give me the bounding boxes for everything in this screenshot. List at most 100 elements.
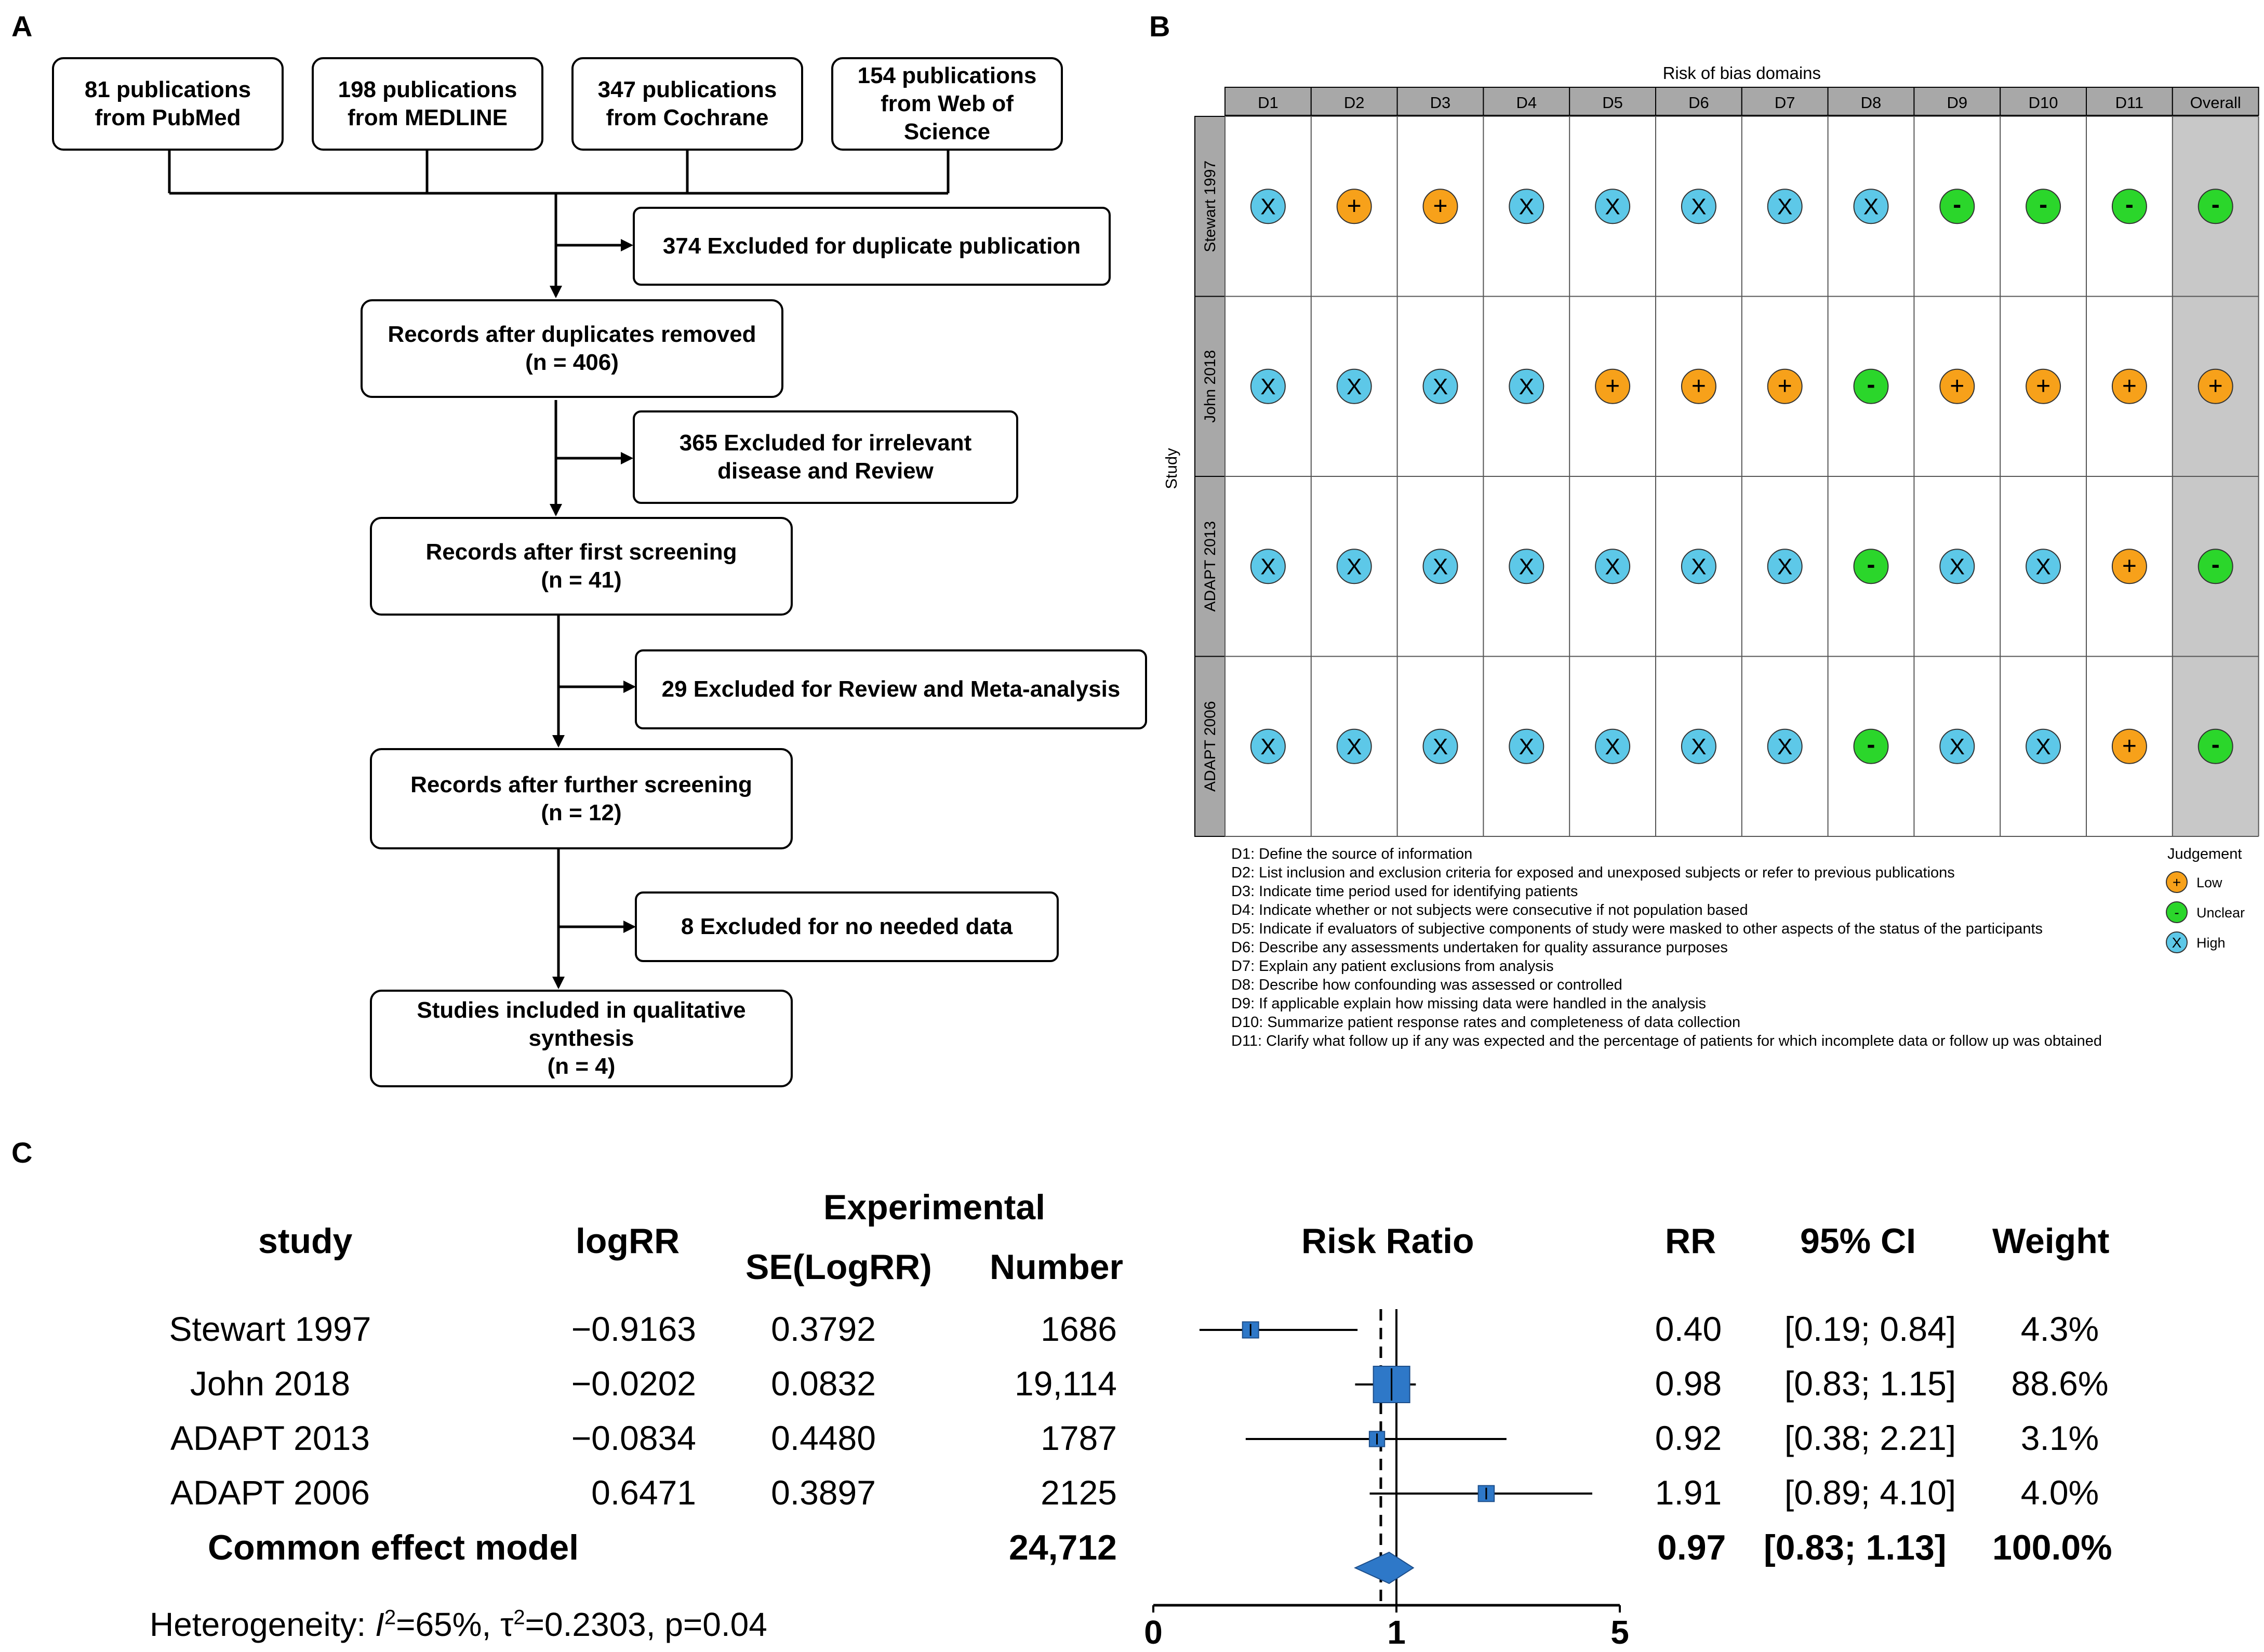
study-label-cell [1194,656,1226,837]
row-weight: 4.3% [2020,1310,2099,1348]
domain-header-cell [1655,87,1742,116]
exclusion-review-meta: 29 Excluded for Review and Meta-analysis [635,649,1147,729]
rating-low-icon: + [1767,368,1803,404]
domain-header-cell [1913,87,2001,116]
svg-text:X: X [1347,554,1362,579]
domain-header-cell [2086,87,2173,116]
row-number: 2125 [1041,1473,1117,1512]
rating-unclear-icon: - [2026,189,2061,224]
rob-y-label: Study [1162,448,1180,489]
svg-text:+: + [2122,552,2137,580]
svg-text:-: - [1953,191,1961,218]
domain-header-d10: D10 [2029,94,2058,112]
rating-high-icon: X [1681,189,1716,224]
svg-text:+: + [2122,372,2137,400]
svg-text:+: + [1347,192,1362,220]
domain-header-d3: D3 [1430,94,1451,112]
domain-header-d11: D11 [2115,94,2144,112]
study-label: ADAPT 2006 [1202,701,1219,792]
row-logrr: 0.6471 [591,1473,696,1512]
rating-low-icon: + [1939,368,1975,404]
rating-high-icon: X [1681,728,1716,764]
svg-text:X: X [1519,734,1534,760]
rating-high-icon: X [1767,189,1803,224]
svg-text:X: X [2035,734,2050,760]
rating-high-icon: X [1509,549,1544,584]
row-study: ADAPT 2013 [170,1419,370,1457]
forest-header-study: study [258,1221,353,1261]
study-label: Stewart 1997 [1202,161,1219,252]
svg-text:+: + [2036,372,2050,400]
exclusion-no-data: 8 Excluded for no needed data [635,891,1059,962]
row-ci: [0.19; 0.84] [1784,1310,1956,1348]
summary-diamond [1354,1551,1415,1584]
panel-b-label: B [1149,10,1170,43]
svg-text:X: X [1691,194,1706,219]
domain-header-d7: D7 [1775,94,1795,112]
domain-header-cell [1741,87,1829,116]
svg-text:+: + [2173,874,2181,890]
svg-text:X: X [2035,554,2050,579]
rating-unclear-icon: - [1853,368,1889,404]
svg-text:X: X [1260,374,1275,399]
forest-header-weight: Weight [1992,1221,2110,1261]
rating-high-icon: X [1250,368,1286,404]
row-weight: 3.1% [2020,1419,2099,1457]
definition-9: D9: If applicable explain how missing da… [1231,995,1707,1012]
step-included: Studies included in qualitative synthesi… [370,990,793,1087]
row-se: 0.0832 [771,1364,876,1403]
rating-high-icon: X [1336,549,1372,584]
rating-low-icon: + [1422,189,1458,224]
domain-header-d5: D5 [1602,94,1623,112]
rating-high-icon: X [1336,368,1372,404]
row-number: 19,114 [1015,1364,1117,1403]
svg-text:-: - [2174,904,2179,921]
definition-3: D3: Indicate time period used for identi… [1231,883,1578,900]
domain-header-d9: D9 [1947,94,1967,112]
row-number: 1686 [1041,1310,1117,1348]
row-logrr: −0.0202 [571,1364,696,1403]
domain-header-d6: D6 [1688,94,1709,112]
svg-text:X: X [1519,554,1534,579]
svg-text:X: X [1777,554,1792,579]
rating-low-icon: + [2111,728,2147,764]
rating-unclear-icon: - [1853,728,1889,764]
svg-text:X: X [1347,374,1362,399]
study-label: ADAPT 2013 [1202,521,1219,612]
rob-title: Risk of bias domains [1663,63,1821,83]
study-label-cell [1194,116,1226,297]
row-weight: 4.0% [2020,1473,2099,1512]
row-se: 0.3792 [771,1310,876,1348]
row-logrr: −0.9163 [571,1310,696,1348]
forest-header-se: SE(LogRR) [745,1247,932,1287]
svg-text:+: + [1433,192,1447,220]
exclusion-irrelevant: 365 Excluded for irrelevant disease and … [633,410,1018,504]
step-further-screening: Records after further screening (n = 12) [370,748,793,849]
rating-unclear-icon: - [2198,189,2233,224]
forest-header-rr: RR [1665,1221,1716,1261]
forest-header-risk-ratio: Risk Ratio [1301,1221,1474,1261]
definition-4: D4: Indicate whether or not subjects wer… [1231,902,1748,918]
row-weight: 88.6% [2011,1364,2109,1403]
rating-high-icon: X [2026,549,2061,584]
rating-high-icon: X [1853,189,1889,224]
row-rr: 0.40 [1655,1310,1722,1348]
svg-text:X: X [1950,734,1965,760]
legend-label-low: Low [2196,875,2222,890]
summary-rr: 0.97 [1657,1528,1726,1567]
svg-text:X: X [1863,194,1879,219]
rating-high-icon: X [1595,189,1631,224]
row-study: ADAPT 2006 [170,1473,370,1512]
rating-high-icon: X [1336,728,1372,764]
rating-high-icon: X [1595,549,1631,584]
summary-weight: 100.0% [1992,1528,2112,1567]
source-medline: 198 publications from MEDLINE [312,57,543,151]
rating-low-icon: + [1595,368,1631,404]
rating-high-icon: X [1509,368,1544,404]
row-study: John 2018 [190,1364,351,1403]
svg-text:X: X [1260,554,1275,579]
svg-text:-: - [2212,191,2220,218]
svg-text:X: X [1605,554,1620,579]
svg-text:+: + [1778,372,1792,400]
